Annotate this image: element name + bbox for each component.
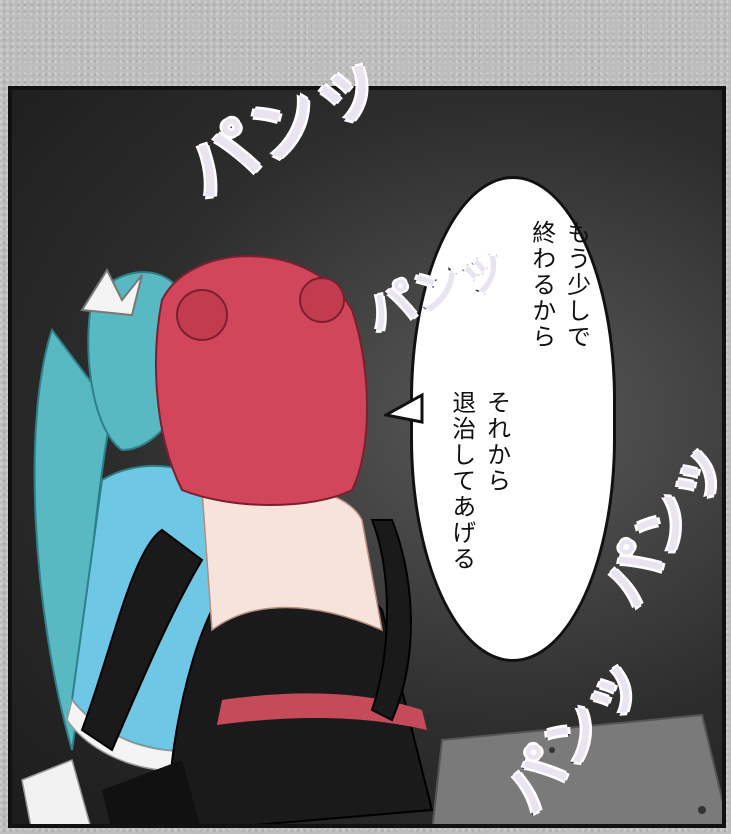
back-skin: [201, 483, 383, 632]
speech-line-2: それから 退治してあげる: [447, 390, 511, 572]
black-glove-left: [80, 528, 204, 752]
black-stocking: [102, 760, 200, 824]
hair-bun-left: [176, 289, 228, 341]
speech-bubble: [410, 176, 616, 662]
speech-bubble-tail: [384, 392, 424, 424]
red-hair-girl: [80, 255, 434, 824]
speech-line-1: もう少しで 終わるから: [527, 220, 591, 350]
black-glove-right: [370, 519, 412, 722]
floor-bolt: [698, 806, 706, 814]
floor-slab: [431, 713, 722, 824]
white-ribbon: [80, 267, 143, 317]
floor-bolt: [549, 747, 555, 753]
scene-illustration: [21, 255, 722, 824]
manga-panel: もう少しで 終わるから それから 退治してあげる パンッ パンッ パンッ: [8, 86, 726, 828]
hair-bun-right: [299, 277, 345, 323]
white-stocking: [21, 758, 91, 824]
